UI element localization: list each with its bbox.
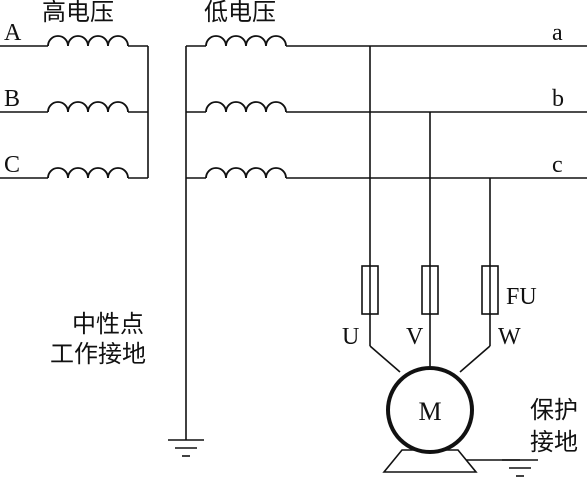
- primary-winding-c: [0, 167, 148, 179]
- phase-label-b: b: [552, 86, 564, 112]
- terminal-label-v: V: [406, 324, 424, 350]
- motor-symbol: [382, 366, 478, 473]
- motor-label: M: [418, 397, 441, 426]
- terminal-label-u: U: [342, 324, 359, 350]
- secondary-winding-b: [186, 101, 587, 113]
- fuse-label: FU: [506, 284, 537, 310]
- secondary-winding-a: [186, 35, 587, 47]
- primary-winding-a: [0, 35, 148, 47]
- neutral-grounding-label-line2: 工作接地: [50, 340, 146, 368]
- phase-label-C: C: [4, 152, 20, 178]
- phase-label-a: a: [552, 20, 563, 46]
- protective-grounding-label-line2: 接地: [530, 428, 578, 456]
- terminal-label-w: W: [498, 324, 521, 350]
- phase-label-B: B: [4, 86, 20, 112]
- neutral-ground-symbol: [168, 439, 204, 457]
- neutral-grounding-label-line1: 中性点: [72, 310, 144, 338]
- phase-label-A: A: [4, 20, 22, 46]
- protective-grounding-label-line1: 保护: [530, 396, 578, 424]
- primary-winding-b: [0, 101, 148, 113]
- phase-label-c: c: [552, 152, 563, 178]
- secondary-winding-c: [186, 167, 587, 179]
- high-voltage-label: 高电压: [42, 0, 114, 26]
- protective-ground-symbol: [502, 459, 538, 477]
- low-voltage-label: 低电压: [204, 0, 276, 26]
